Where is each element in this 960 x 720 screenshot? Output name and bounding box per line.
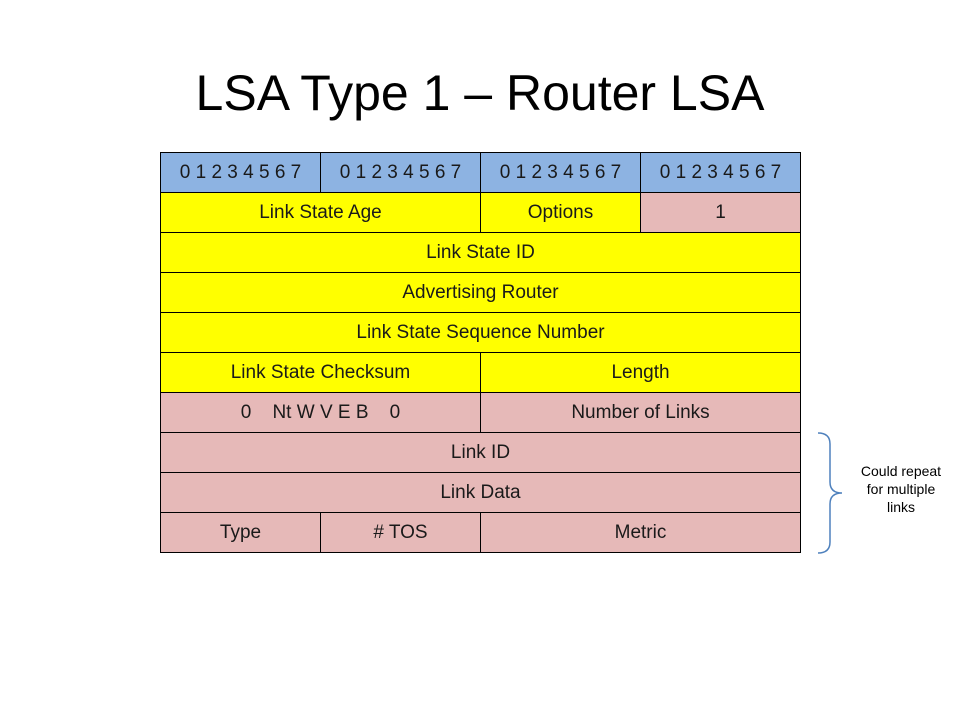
field-metric: Metric — [480, 512, 801, 553]
annotation-line-3: links — [886, 499, 915, 515]
slide-title: LSA Type 1 – Router LSA — [195, 65, 765, 121]
annotation-line-2: for multiple — [866, 481, 936, 497]
field-tos: # TOS — [320, 512, 481, 553]
field-link-data: Link Data — [160, 472, 801, 513]
field-checksum: Link State Checksum — [160, 352, 481, 393]
field-length: Length — [480, 352, 801, 393]
bit-header-octet-2: 0 1 2 3 4 5 6 7 — [320, 152, 481, 193]
field-link-id: Link ID — [160, 432, 801, 473]
right-brace-icon — [817, 432, 843, 554]
repeat-annotation: Could repeat for multiple links — [846, 462, 956, 516]
bit-header-octet-4: 0 1 2 3 4 5 6 7 — [640, 152, 801, 193]
field-advertising-router: Advertising Router — [160, 272, 801, 313]
field-options: Options — [480, 192, 641, 233]
field-number-of-links: Number of Links — [480, 392, 801, 433]
annotation-line-1: Could repeat — [860, 463, 942, 479]
lsa-packet-format-table: 0 1 2 3 4 5 6 7 0 1 2 3 4 5 6 7 0 1 2 3 … — [160, 152, 801, 553]
field-link-state-id: Link State ID — [160, 232, 801, 273]
field-ls-type: 1 — [640, 192, 801, 233]
field-flags: 0 Nt W V E B 0 — [160, 392, 481, 433]
bit-header-octet-3: 0 1 2 3 4 5 6 7 — [480, 152, 641, 193]
field-sequence-number: Link State Sequence Number — [160, 312, 801, 353]
bit-header-octet-1: 0 1 2 3 4 5 6 7 — [160, 152, 321, 193]
field-link-state-age: Link State Age — [160, 192, 481, 233]
field-type: Type — [160, 512, 321, 553]
